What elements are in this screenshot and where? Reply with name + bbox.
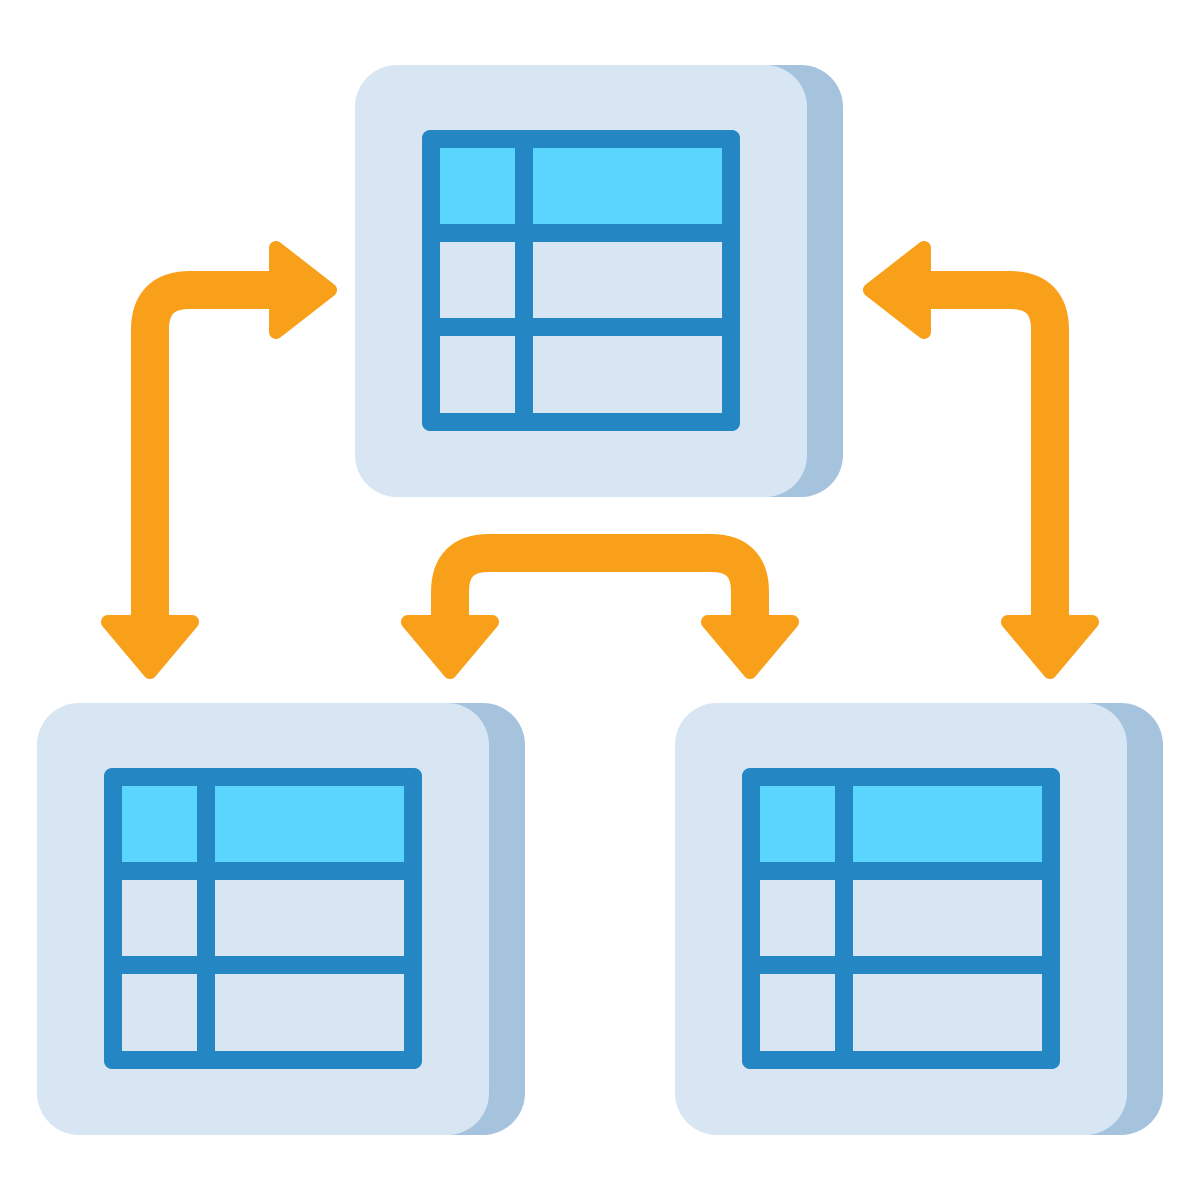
table-header-cell-value bbox=[853, 786, 1042, 862]
table-row-1-cell-key bbox=[440, 242, 515, 318]
table-row-1-cell-key bbox=[760, 880, 835, 956]
table-grid-icon bbox=[742, 768, 1060, 1069]
middle-connector-head-right-down bbox=[701, 615, 799, 679]
right-connector-line bbox=[896, 271, 1069, 639]
table-row-1-cell-value bbox=[853, 880, 1042, 956]
table-grid-icon bbox=[422, 130, 740, 431]
table-grid-icon bbox=[104, 768, 422, 1069]
table-header-cell-key bbox=[440, 148, 515, 224]
table-row-2-cell-value bbox=[533, 336, 722, 413]
table-row-1-cell-value bbox=[533, 242, 722, 318]
left-connector-head-right bbox=[269, 241, 337, 339]
table-header-cell-value bbox=[215, 786, 404, 862]
right-connector-arrow bbox=[863, 241, 1099, 679]
connectors bbox=[101, 241, 1099, 679]
left-connector-line bbox=[131, 271, 304, 639]
table-card-top bbox=[355, 65, 843, 497]
middle-connector-head-left-down bbox=[401, 615, 499, 679]
left-connector-head-down bbox=[101, 615, 199, 679]
table-row-2-cell-key bbox=[760, 974, 835, 1051]
table-card-bottom-right bbox=[675, 703, 1163, 1135]
left-connector-arrow bbox=[101, 241, 337, 679]
middle-connector-line bbox=[431, 534, 769, 634]
table-card-bottom-left bbox=[37, 703, 525, 1135]
table-header-cell-key bbox=[122, 786, 197, 862]
table-header-cell-value bbox=[533, 148, 722, 224]
right-connector-head-left bbox=[863, 241, 931, 339]
middle-connector-arrow bbox=[401, 534, 799, 679]
table-row-2-cell-key bbox=[122, 974, 197, 1051]
table-row-2-cell-value bbox=[853, 974, 1042, 1051]
table-row-1-cell-value bbox=[215, 880, 404, 956]
table-row-1-cell-key bbox=[122, 880, 197, 956]
table-row-2-cell-value bbox=[215, 974, 404, 1051]
right-connector-head-down bbox=[1001, 615, 1099, 679]
table-header-cell-key bbox=[760, 786, 835, 862]
table-row-2-cell-key bbox=[440, 336, 515, 413]
